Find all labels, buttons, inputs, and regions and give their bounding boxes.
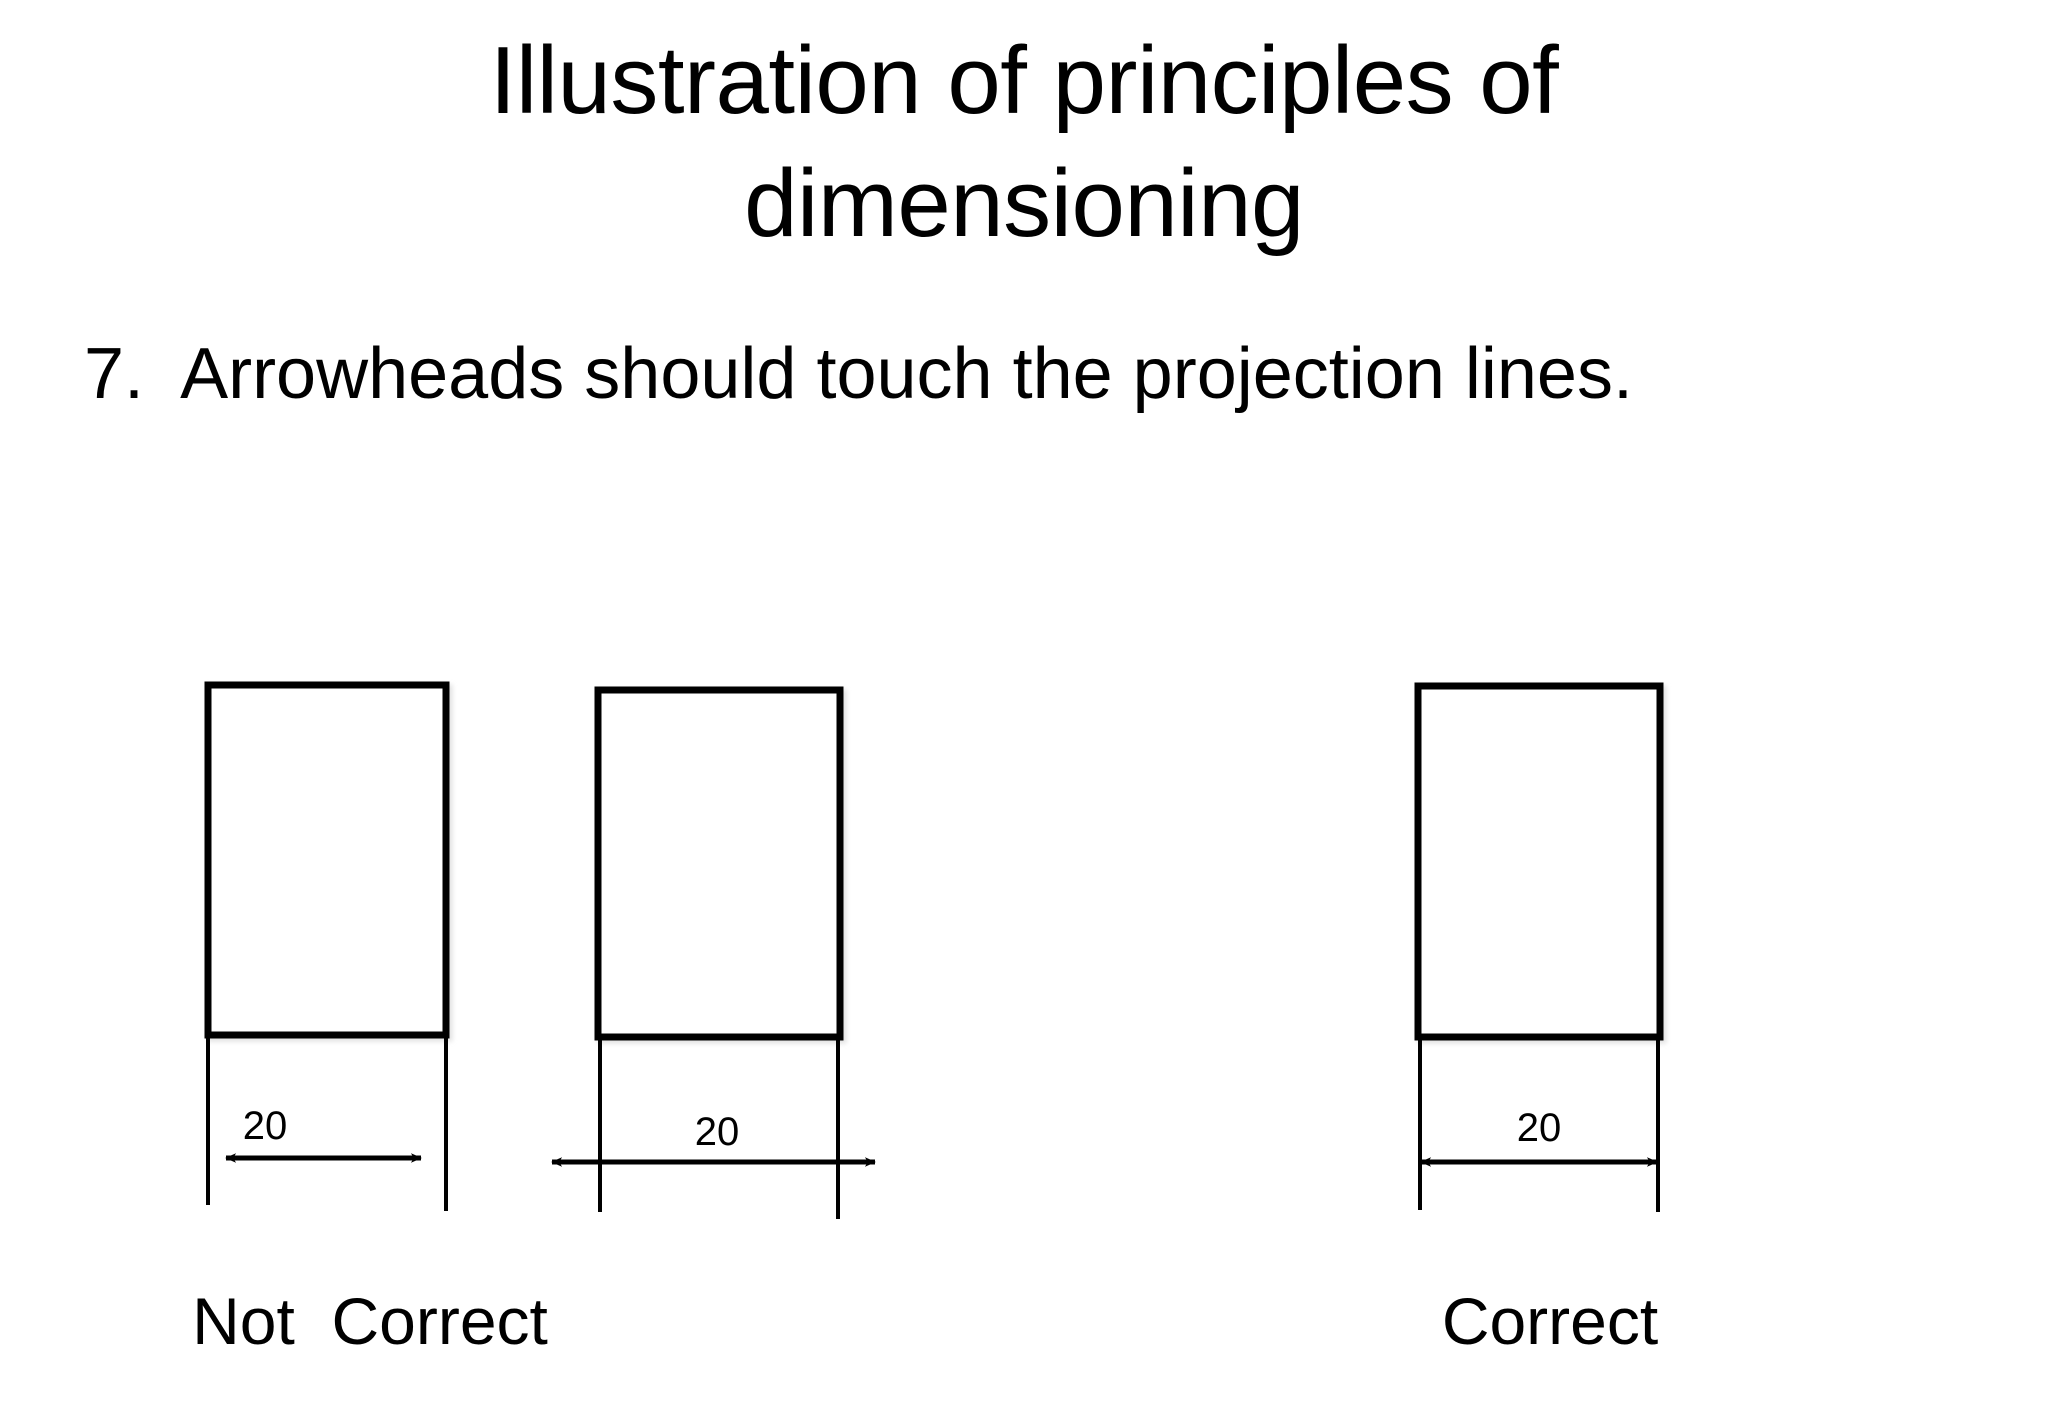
figure-2-rectangle [594, 686, 844, 1041]
figure-1-dimension-value: 20 [242, 1104, 288, 1148]
figure-2-dimension-value: 20 [694, 1110, 740, 1154]
bullet-item-7: 7. Arrowheads should touch the projectio… [84, 334, 1633, 414]
figure-3-rectangle [1414, 682, 1664, 1041]
caption-not-correct: Not Correct [192, 1284, 548, 1358]
page-title-line-1: Illustration of principles of [489, 27, 1559, 134]
page-title: Illustration of principles of dimensioni… [0, 20, 2048, 266]
figure-1-rectangle [204, 681, 450, 1039]
figure-3-dimension-value: 20 [1516, 1106, 1562, 1150]
caption-correct: Correct [1441, 1284, 1659, 1358]
page-title-line-2: dimensioning [744, 149, 1304, 257]
